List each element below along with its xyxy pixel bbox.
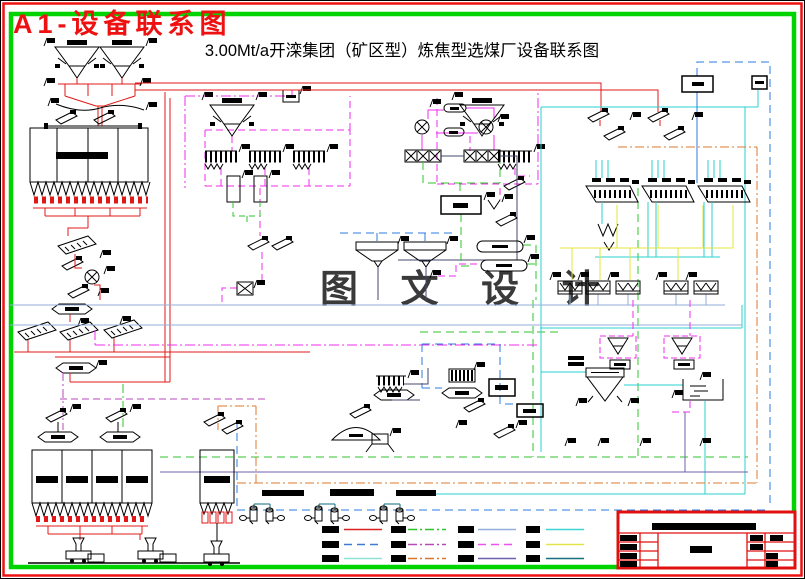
pipe-bus-lines	[10, 61, 771, 511]
title-block	[616, 510, 797, 570]
thickener	[568, 356, 640, 407]
raw-coal-hoppers	[43, 37, 158, 129]
conveyor-row	[398, 149, 639, 457]
feed-chutes-right	[587, 107, 704, 141]
legend	[322, 526, 584, 562]
product-bunkers	[31, 403, 244, 541]
settling-tanks	[340, 232, 459, 300]
main-title: 3.00Mt/a开滦集团（矿区型）炼焦型选煤厂设备联系图	[205, 41, 599, 60]
storage-bunker-raw	[29, 127, 151, 228]
liquid-tank	[564, 371, 724, 447]
control-boxes	[681, 75, 768, 93]
vibrating-sieves	[204, 150, 325, 170]
screen-row-right	[560, 160, 751, 280]
bunker-feeders	[33, 196, 148, 228]
center-machines	[331, 361, 544, 453]
doc-tag: A1-设备联系图	[13, 9, 232, 39]
loading-station	[28, 537, 240, 567]
pump-stations	[239, 489, 436, 525]
dewatering-hoppers	[599, 300, 701, 370]
tube-tanks	[429, 211, 540, 279]
screening-chain-left	[14, 92, 310, 383]
